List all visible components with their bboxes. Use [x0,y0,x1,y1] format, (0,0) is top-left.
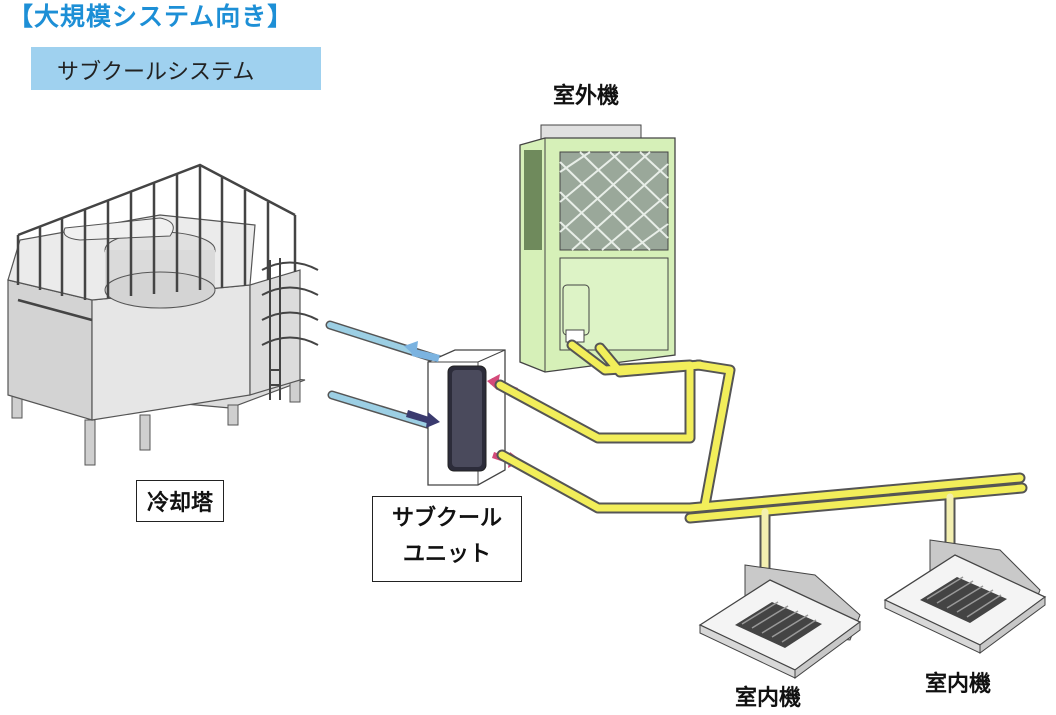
outdoor-unit-label: 室外機 [553,84,620,109]
indoor-unit-1-illustration [698,564,862,679]
water-pipes [325,320,445,433]
indoor-unit-2-label: 室内機 [925,672,992,697]
subcool-unit-illustration [404,341,522,486]
cooling-tower-illustration [7,163,319,466]
subcool-unit-label-line1: サブクール [391,506,502,531]
indoor-unit-2-illustration [883,539,1047,654]
refrigerant-pipes [494,339,1028,596]
indoor-unit-1-label: 室内機 [735,686,802,711]
cooling-tower-label: 冷却塔 [136,480,225,522]
outdoor-unit-illustration [519,124,676,373]
subcool-unit-label: サブクール ユニット [372,496,522,582]
subcool-unit-label-line2: ユニット [402,542,491,567]
page-title: 【大規模システム向き】 [8,2,294,31]
system-name-badge: サブクールシステム [31,47,321,90]
system-name-label: サブクールシステム [57,60,255,85]
cooling-tower-label-text: 冷却塔 [147,491,214,516]
